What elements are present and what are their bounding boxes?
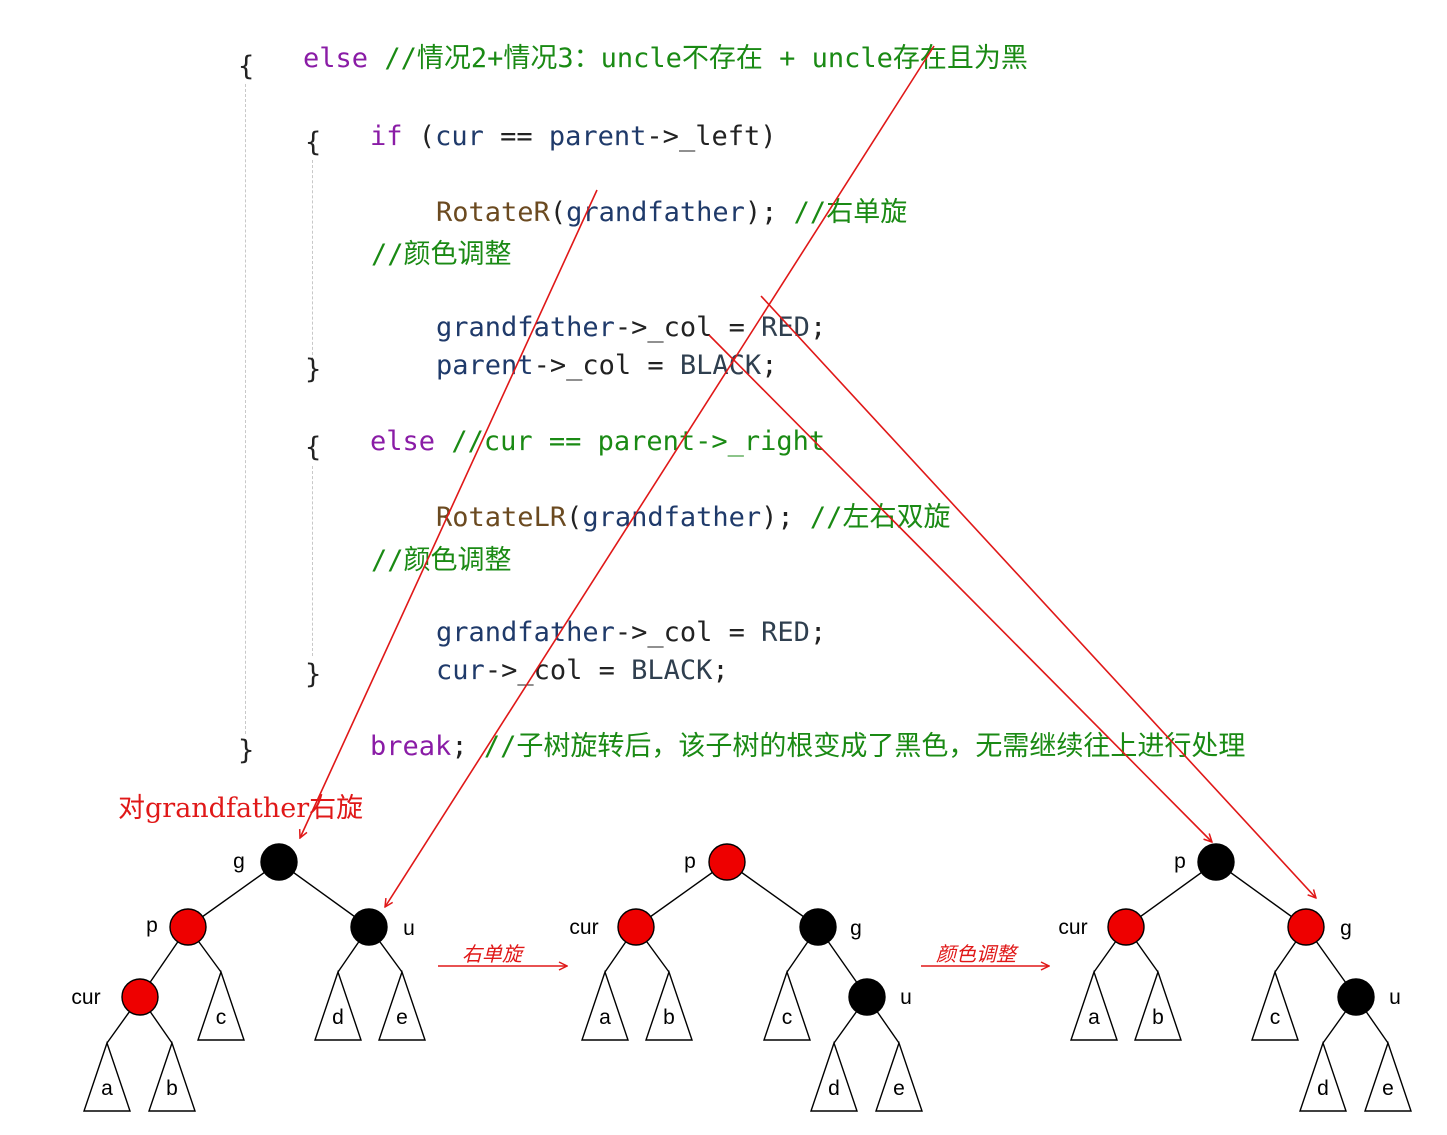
function-name: RotateR: [436, 197, 550, 228]
subtree-triangle: [314, 969, 362, 1041]
code-line-10: else //cur == parent->_right: [305, 391, 825, 493]
indent-guide: [245, 84, 246, 734]
node-label: cur: [569, 916, 598, 939]
annotation-arrow: [708, 334, 1212, 842]
node-label: g: [1340, 917, 1352, 940]
subtree-label: b: [166, 1077, 178, 1100]
subtree-triangle: [810, 1040, 858, 1112]
code-line-16: }: [305, 659, 322, 690]
code-line-17: break; //子树旋转后，该子树的根变成了黑色，无需继续往上进行处理: [370, 731, 1246, 762]
subtree-triangle: [875, 1040, 923, 1112]
comment: //情况2+情况3：uncle不存在 + uncle存在且为黑: [384, 43, 1028, 74]
node-label: cur: [1058, 916, 1087, 939]
subtree-label: a: [101, 1077, 113, 1100]
keyword: break: [370, 731, 452, 762]
annotation-arrow: [385, 45, 935, 907]
code-line-3: if (cur == parent->_left): [370, 121, 777, 152]
subtree-label: c: [1270, 1006, 1281, 1029]
tree-node-p: [169, 908, 207, 946]
subtree-label: c: [782, 1006, 793, 1029]
subtree-triangle: [148, 1040, 196, 1112]
subtree-label: e: [396, 1006, 408, 1029]
code-line-15: cur->_col = BLACK;: [436, 655, 729, 686]
comment: //右单旋: [777, 197, 908, 228]
subtree-triangle: [1134, 969, 1182, 1041]
tree-node-cur: [121, 978, 159, 1016]
subtree-label: d: [332, 1006, 344, 1029]
node-label: p: [684, 850, 696, 873]
comment: //子树旋转后，该子树的根变成了黑色，无需继续往上进行处理: [467, 731, 1246, 762]
subtree-triangle: [83, 1040, 131, 1112]
subtree-label: d: [828, 1077, 840, 1100]
node-label: g: [850, 917, 862, 940]
subtree-triangle: [378, 969, 426, 1041]
code-line-7: grandfather->_col = RED;: [436, 312, 827, 343]
tree-node-g: [260, 843, 298, 881]
subtree-label: b: [663, 1006, 675, 1029]
code-line-4: {: [305, 127, 322, 158]
subtree-triangle: [197, 969, 245, 1041]
subtree-triangle: [1364, 1040, 1412, 1112]
node-label: u: [403, 917, 415, 940]
node-label: cur: [71, 986, 100, 1009]
keyword: if: [370, 121, 403, 152]
node-label: u: [900, 986, 912, 1009]
subtree-triangle: [1070, 969, 1118, 1041]
code-line-11: {: [305, 432, 322, 463]
tree-node-p: [1197, 843, 1235, 881]
code-line-1: else //情况2+情况3：uncle不存在 + uncle存在且为黑: [238, 8, 1028, 110]
node-label: g: [233, 850, 245, 873]
subtree-label: e: [1382, 1077, 1394, 1100]
code-line-2: {: [238, 51, 255, 82]
keyword: else: [303, 43, 369, 74]
code-line-9: }: [305, 354, 322, 385]
tree-node-u: [1337, 978, 1375, 1016]
code-line-18: }: [238, 735, 255, 766]
subtree-triangle: [645, 969, 693, 1041]
subtree-label: a: [599, 1006, 611, 1029]
node-label: p: [1174, 850, 1186, 873]
subtree-label: a: [1088, 1006, 1100, 1029]
subtree-triangle: [1299, 1040, 1347, 1112]
code-line-13: //颜色调整: [371, 545, 512, 576]
indent-guide: [312, 160, 313, 360]
code-line-6: //颜色调整: [371, 239, 512, 270]
tree-node-g: [799, 908, 837, 946]
step-label-rotate: 右单旋: [462, 942, 522, 966]
indent-guide: [312, 466, 313, 656]
subtree-triangle: [581, 969, 629, 1041]
function-name: RotateLR: [436, 502, 567, 533]
code-line-5: RotateR(grandfather); //右单旋: [436, 197, 908, 228]
subtree-label: d: [1317, 1077, 1329, 1100]
tree-node-u: [350, 908, 388, 946]
tree-node-cur: [617, 908, 655, 946]
tree-node-u: [848, 978, 886, 1016]
comment: //cur == parent->_right: [435, 426, 826, 457]
code-snippet: else //情况2+情况3：uncle不存在 + uncle存在且为黑 { i…: [238, 8, 1245, 766]
node-label: p: [146, 914, 158, 937]
subtree-triangle: [763, 969, 811, 1041]
subtree-triangle: [1251, 969, 1299, 1041]
tree-node-cur: [1107, 908, 1145, 946]
step-label-recolor: 颜色调整: [936, 942, 1016, 966]
subtree-label: e: [893, 1077, 905, 1100]
keyword: else: [370, 426, 436, 457]
subtree-label: b: [1152, 1006, 1164, 1029]
annotation-arrow: [760, 295, 1316, 898]
code-line-8: parent->_col = BLACK;: [436, 350, 778, 381]
tree-node-p: [708, 843, 746, 881]
subtree-label: c: [216, 1006, 227, 1029]
tree-node-g: [1287, 908, 1325, 946]
annotation-arrow: [300, 189, 598, 838]
rotate-caption: 对grandfather右旋: [118, 793, 364, 824]
code-line-14: grandfather->_col = RED;: [436, 617, 827, 648]
node-label: u: [1389, 986, 1401, 1009]
